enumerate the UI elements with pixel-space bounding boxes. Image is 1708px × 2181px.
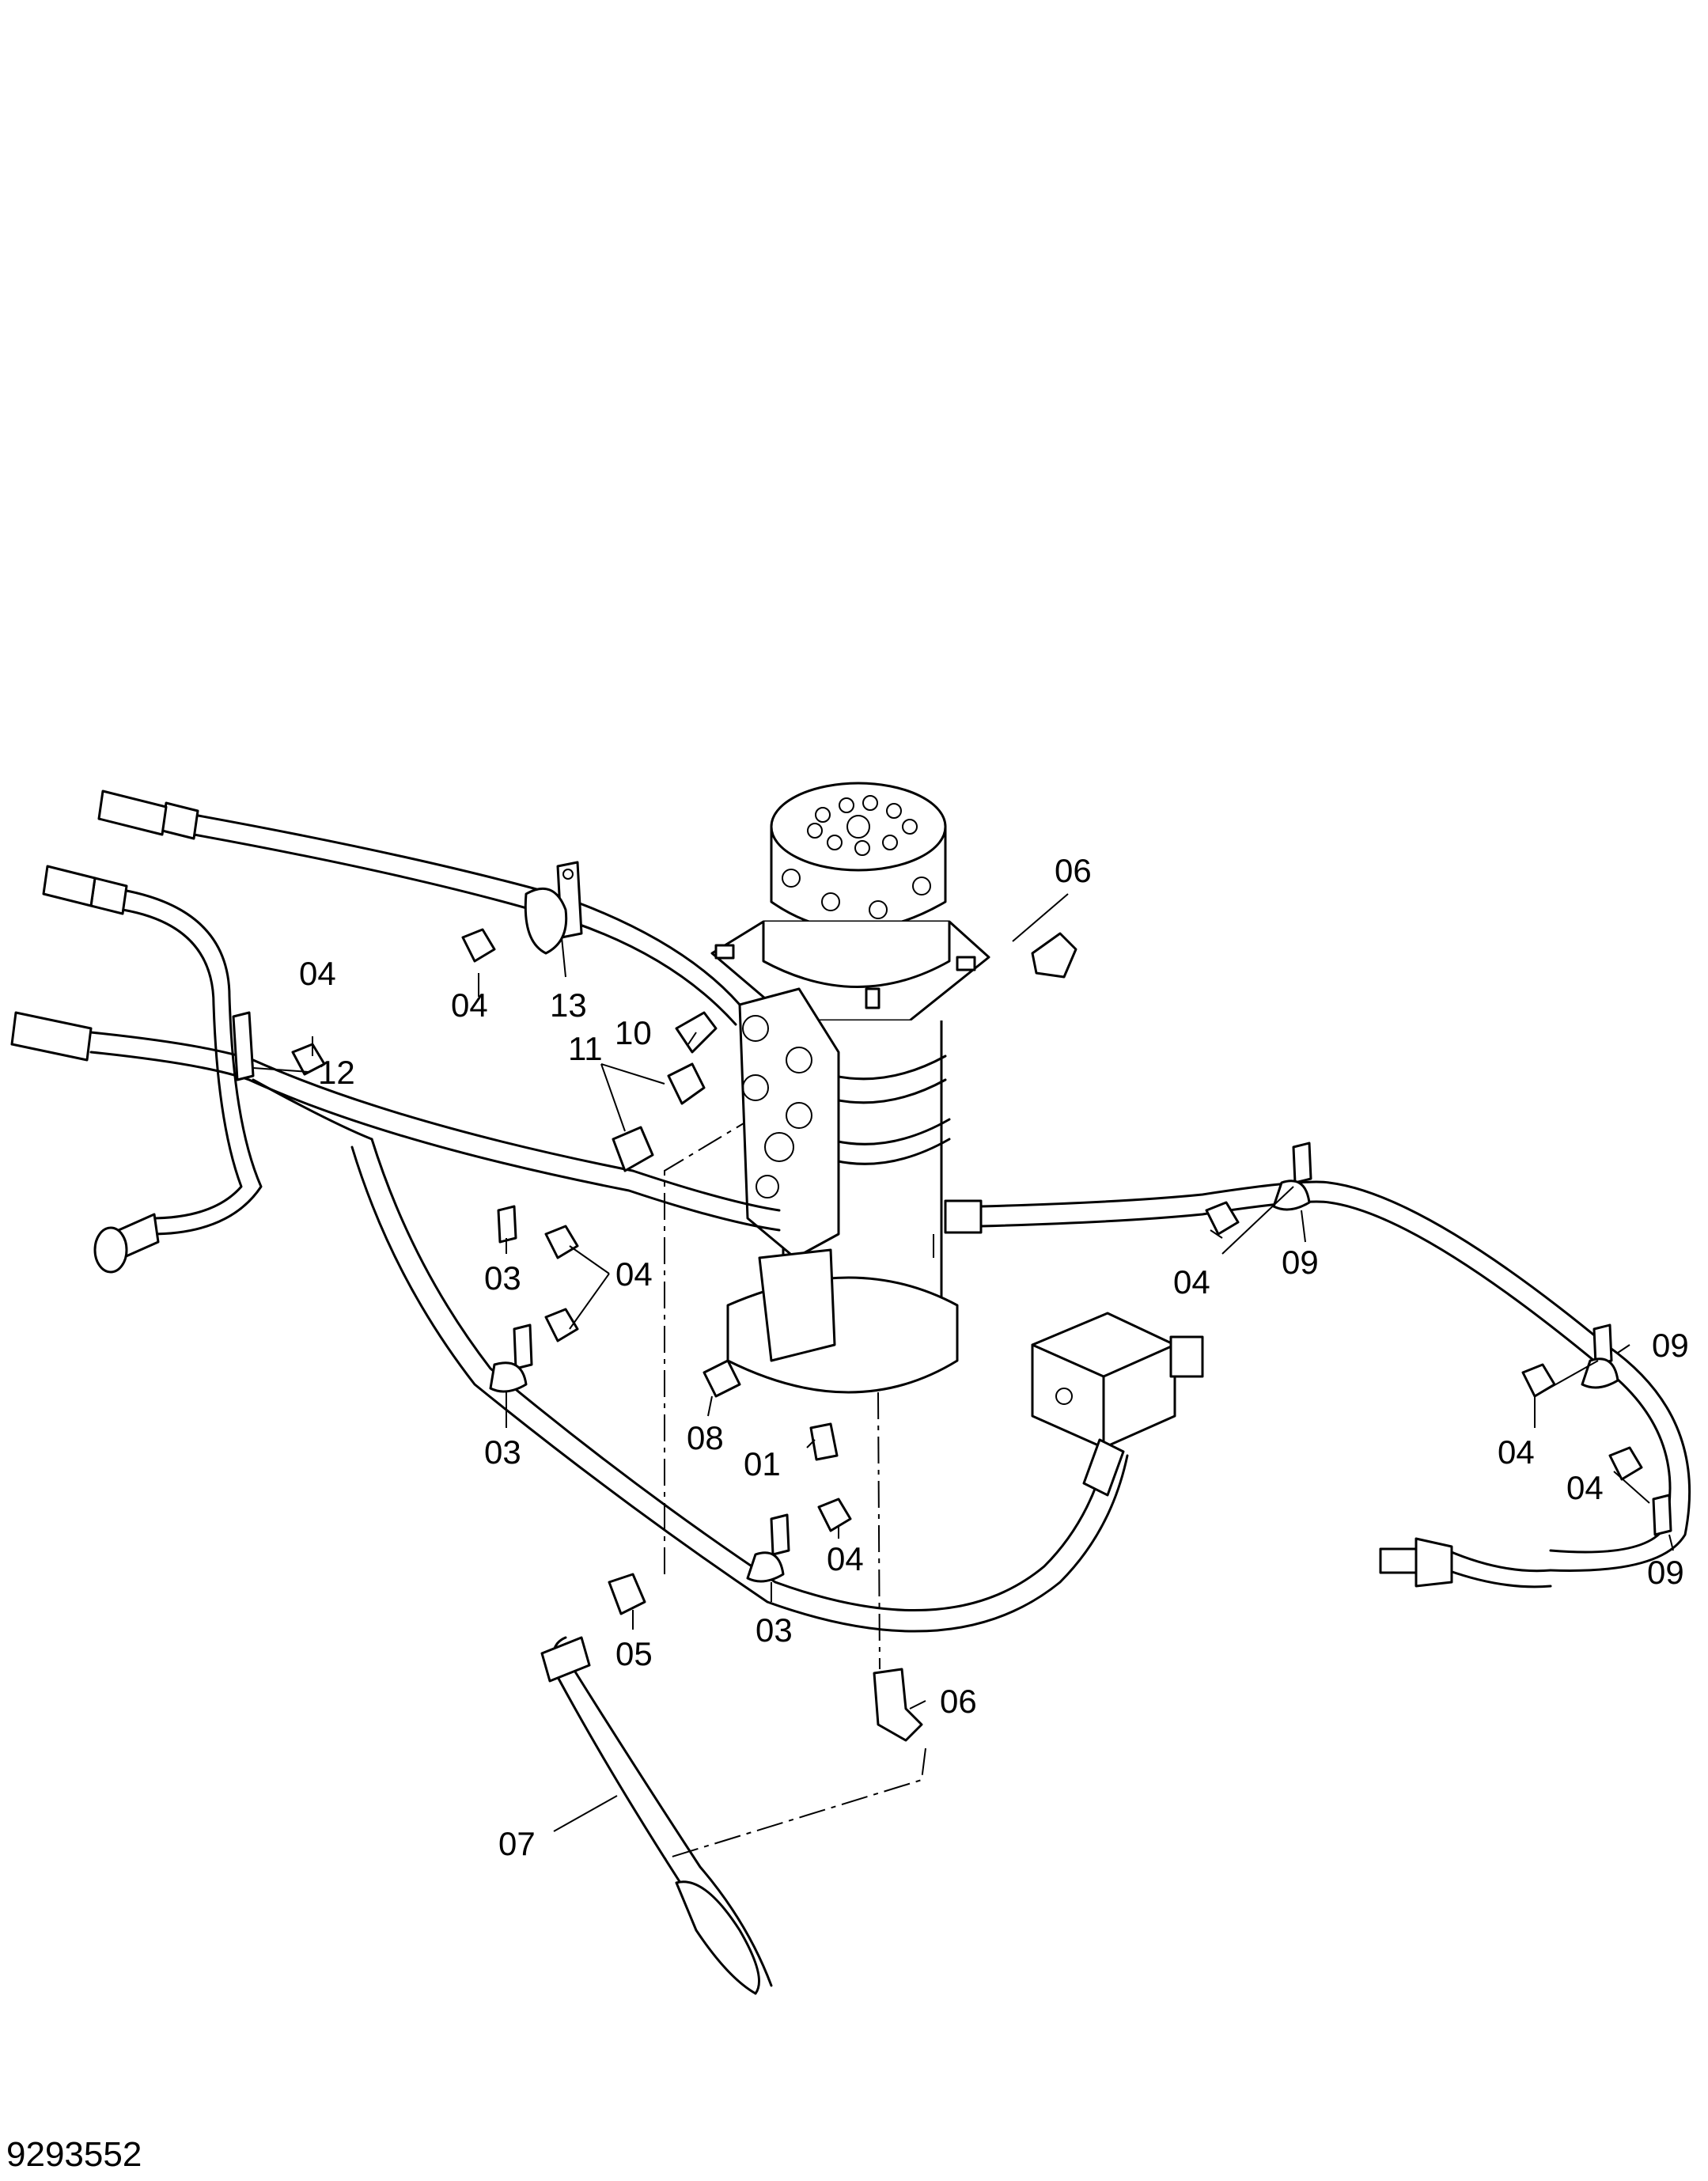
callout-04-lower-mid: 04: [827, 1540, 864, 1577]
callout-03-mid: 03: [484, 1433, 521, 1471]
callout-01: 01: [744, 1445, 781, 1482]
valve-block: [1031, 1312, 1204, 1497]
leader-lines: [252, 893, 1674, 1832]
hose-middle-left: [121, 888, 263, 1236]
callout-07: 07: [498, 1825, 536, 1862]
callout-04-upper: 04: [299, 955, 336, 992]
callout-06-top: 06: [1055, 852, 1092, 889]
hose-right-tee: [1379, 1537, 1552, 1588]
callout-08: 08: [687, 1419, 724, 1456]
drawing-number: 9293552: [6, 2135, 142, 2174]
callout-04-right-lower: 04: [1498, 1433, 1535, 1471]
callout-05: 05: [615, 1635, 653, 1672]
callout-06-bottom: 06: [940, 1683, 977, 1720]
hose-lower-left: [89, 1031, 781, 1232]
callout-11: 11: [568, 1030, 603, 1067]
hose-07: [551, 1636, 773, 1995]
center-joint: [710, 782, 990, 1394]
callout-13: 13: [550, 986, 587, 1024]
assembly-lines: [664, 1123, 934, 1860]
clamps: [232, 861, 1672, 1583]
callout-09-upper: 09: [1282, 1244, 1319, 1281]
callout-09-lower: 09: [1647, 1554, 1684, 1591]
bolts-and-fittings: [291, 928, 1643, 1742]
callout-labels: 06 04 04 13 12 10 11 03 04 03 08 01 04 0…: [299, 852, 1689, 1862]
callout-04-far-right: 04: [1566, 1469, 1604, 1506]
callout-04-upper-mid: 04: [451, 986, 488, 1024]
callout-03-upper: 03: [484, 1259, 521, 1297]
callout-10: 10: [615, 1014, 652, 1051]
callout-04-left-mid: 04: [615, 1255, 653, 1293]
callout-04-right: 04: [1173, 1263, 1210, 1301]
callout-03-lower: 03: [756, 1611, 793, 1649]
pipe-lower-loop: [252, 1078, 1129, 1633]
callout-09-right: 09: [1652, 1327, 1689, 1364]
callout-12: 12: [318, 1054, 355, 1091]
hose-end-fittings: [10, 789, 591, 1683]
